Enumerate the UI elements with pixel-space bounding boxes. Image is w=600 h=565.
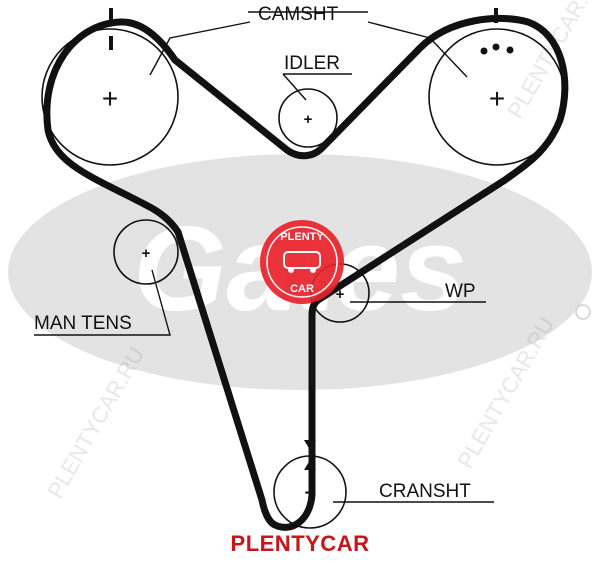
footer-brand: PLENTYCAR — [230, 531, 370, 556]
crankshaft-pulley: + — [273, 440, 347, 529]
label-camshaft: CAMSHT — [258, 4, 339, 25]
idler-pulley: + — [278, 88, 338, 148]
plentycar-badge: PLENTY CAR — [260, 220, 344, 304]
timing-arrow-up-icon — [304, 460, 316, 470]
leader-camshaft-right — [367, 21, 468, 78]
leader-man-tens — [34, 269, 171, 336]
badge-text-top: PLENTY — [280, 231, 324, 243]
crosshair-icon: + — [102, 83, 118, 114]
timing-dot-icon — [506, 46, 514, 54]
label-cransht: CRANSHT — [379, 481, 471, 502]
timing-mark-icon — [494, 8, 498, 23]
crosshair-icon: + — [489, 83, 505, 114]
timing-mark-icon — [109, 36, 113, 50]
crosshair-icon: + — [142, 245, 151, 262]
timing-dot-icon — [492, 43, 500, 51]
car-icon — [283, 251, 321, 269]
leader-idler — [282, 73, 307, 101]
belt-path — [43, 14, 569, 531]
label-man-tens: MAN TENS — [34, 313, 132, 334]
label-idler: IDLER — [284, 53, 340, 74]
label-wp: WP — [445, 281, 476, 302]
timing-belt — [43, 14, 569, 531]
timing-arrow-down-icon — [304, 440, 316, 450]
crosshair-icon: + — [304, 111, 313, 128]
camshaft-pulley-right: + — [428, 8, 566, 166]
camshaft-pulley-left: + — [41, 8, 179, 166]
leader-lines — [34, 11, 494, 503]
registered-mark — [575, 304, 591, 320]
crosshair-icon: + — [304, 483, 315, 504]
timing-dot-icon — [480, 47, 488, 55]
crosshair-icon: + — [336, 286, 345, 303]
leader-camshaft-left — [149, 21, 251, 76]
manual-tensioner-pulley: + — [113, 219, 179, 285]
badge-text-bottom: CAR — [290, 283, 314, 295]
timing-mark-icon — [109, 8, 113, 23]
watermark-text-3: PLENTYCAR.RU — [43, 343, 150, 503]
